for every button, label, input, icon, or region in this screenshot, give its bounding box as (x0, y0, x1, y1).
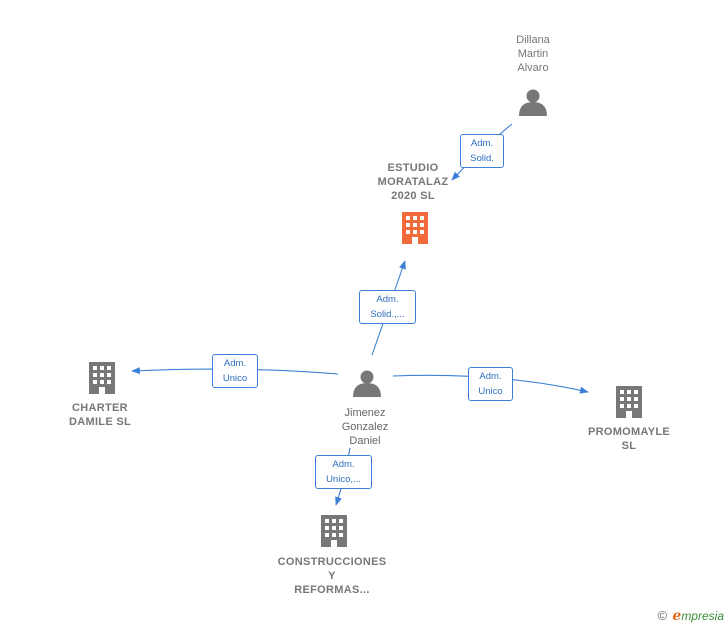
node-label-dillana[interactable]: Dillana Martin Alvaro (516, 34, 550, 74)
person-icon[interactable] (519, 89, 547, 117)
building-icon[interactable] (89, 362, 115, 394)
copyright-icon: © (657, 608, 668, 623)
edge-label-jimenez-estudio[interactable]: Adm. Solid.,... (359, 290, 416, 324)
edge-label-dillana-estudio[interactable]: Adm. Solid. (460, 134, 504, 168)
node-label-jimenez[interactable]: Jimenez Gonzalez Daniel (341, 407, 389, 447)
node-label-promomayle[interactable]: PROMOMAYLE SL (587, 426, 671, 452)
building-icon[interactable] (321, 515, 347, 547)
node-label-construcciones[interactable]: CONSTRUCCIONES Y REFORMAS... (277, 556, 387, 596)
brand-logo-initial: e (672, 608, 682, 624)
building-icon[interactable] (402, 212, 428, 244)
person-icon[interactable] (353, 370, 381, 398)
building-icon[interactable] (616, 386, 642, 418)
edge-label-jimenez-promomayle[interactable]: Adm. Unico (468, 367, 513, 401)
edge-label-jimenez-construcciones[interactable]: Adm. Unico,... (315, 455, 372, 489)
brand-logo-text: mpresia (681, 609, 724, 623)
brand-footer: © empresia (657, 608, 724, 624)
node-label-estudio[interactable]: ESTUDIO MORATALAZ 2020 SL (377, 162, 449, 202)
edge-label-jimenez-charter[interactable]: Adm. Unico (212, 354, 258, 388)
node-label-charter[interactable]: CHARTER DAMILE SL (69, 402, 131, 428)
